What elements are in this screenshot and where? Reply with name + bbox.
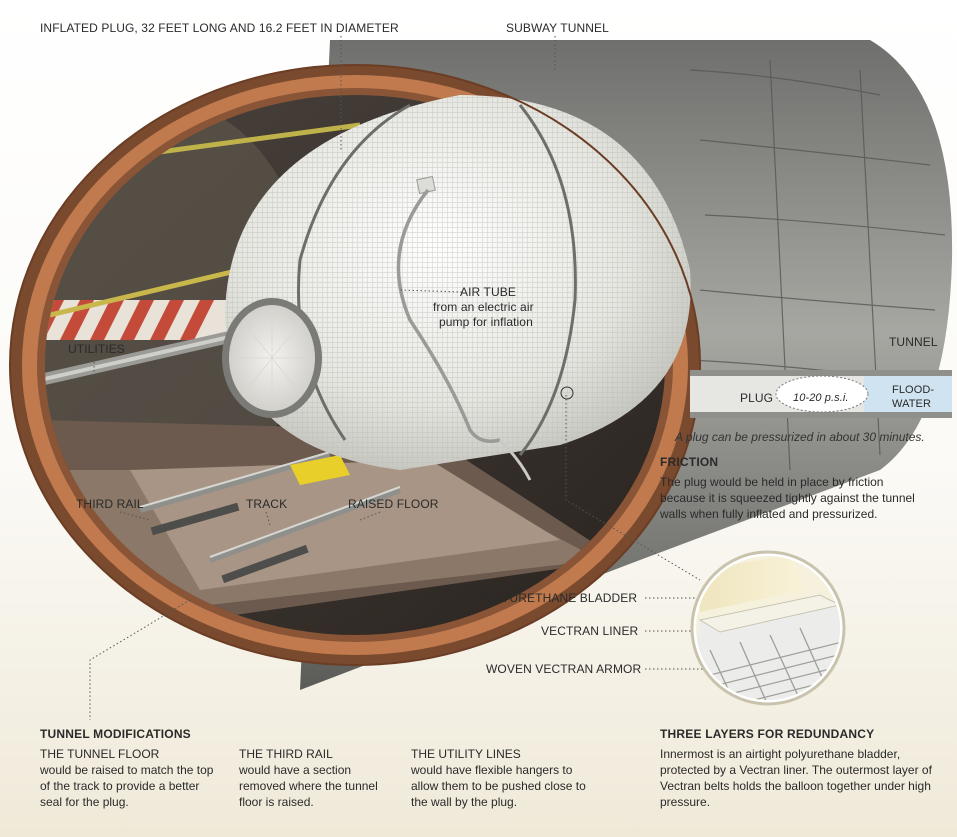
plug-schematic bbox=[690, 370, 952, 418]
friction-heading: FRICTION bbox=[660, 455, 719, 469]
friction-note: FRICTION The plug would be held in place… bbox=[660, 454, 930, 522]
label-woven-vectran-armor: WOVEN VECTRAN ARMOR bbox=[486, 662, 642, 676]
label-vectran-liner: VECTRAN LINER bbox=[541, 624, 639, 638]
label-floodwater-2: WATER bbox=[892, 398, 931, 410]
label-utilities: UTILITIES bbox=[68, 342, 125, 356]
modification-title-third-rail: THE THIRD RAIL bbox=[239, 747, 333, 761]
label-air-tube-title: AIR TUBE bbox=[460, 285, 516, 299]
modifications-utility-lines: THE UTILITY LINES would have flexible ha… bbox=[411, 746, 591, 810]
label-track: TRACK bbox=[246, 497, 288, 511]
label-air-tube-line2: from an electric air bbox=[433, 300, 534, 314]
inflated-plug bbox=[222, 95, 691, 470]
label-subway-tunnel: SUBWAY TUNNEL bbox=[506, 21, 609, 35]
label-floodwater-1: FLOOD- bbox=[892, 384, 935, 396]
modification-title-floor: THE TUNNEL FLOOR bbox=[40, 747, 160, 761]
label-air-tube-line3: pump for inflation bbox=[439, 315, 533, 329]
label-inflated-plug: INFLATED PLUG, 32 FEET LONG AND 16.2 FEE… bbox=[40, 21, 399, 35]
modifications-floor: TUNNEL MODIFICATIONS THE TUNNEL FLOOR wo… bbox=[40, 726, 220, 810]
modifications-heading: TUNNEL MODIFICATIONS bbox=[40, 727, 191, 741]
modification-text-utility-lines: would have flexible hangers to allow the… bbox=[411, 763, 586, 809]
modifications-third-rail: THE THIRD RAIL would have a section remo… bbox=[239, 746, 389, 810]
label-third-rail: THIRD RAIL bbox=[76, 497, 144, 511]
modification-text-third-rail: would have a section removed where the t… bbox=[239, 763, 378, 809]
modification-text-floor: would be raised to match the top of the … bbox=[40, 763, 214, 809]
label-plug: PLUG bbox=[740, 391, 774, 405]
modification-title-utility-lines: THE UTILITY LINES bbox=[411, 747, 521, 761]
pressurize-caption: A plug can be pressurized in about 30 mi… bbox=[675, 430, 925, 444]
friction-text: The plug would be held in place by frict… bbox=[660, 475, 915, 521]
label-raised-floor: RAISED FLOOR bbox=[348, 497, 439, 511]
redundancy-note: THREE LAYERS FOR REDUNDANCY Innermost is… bbox=[660, 726, 950, 810]
redundancy-heading: THREE LAYERS FOR REDUNDANCY bbox=[660, 727, 875, 741]
redundancy-text: Innermost is an airtight polyurethane bl… bbox=[660, 747, 932, 809]
label-polyurethane-bladder: POLYURETHANE BLADDER bbox=[478, 591, 638, 605]
label-psi: 10-20 p.s.i. bbox=[793, 392, 849, 404]
label-tunnel: TUNNEL bbox=[889, 335, 938, 349]
